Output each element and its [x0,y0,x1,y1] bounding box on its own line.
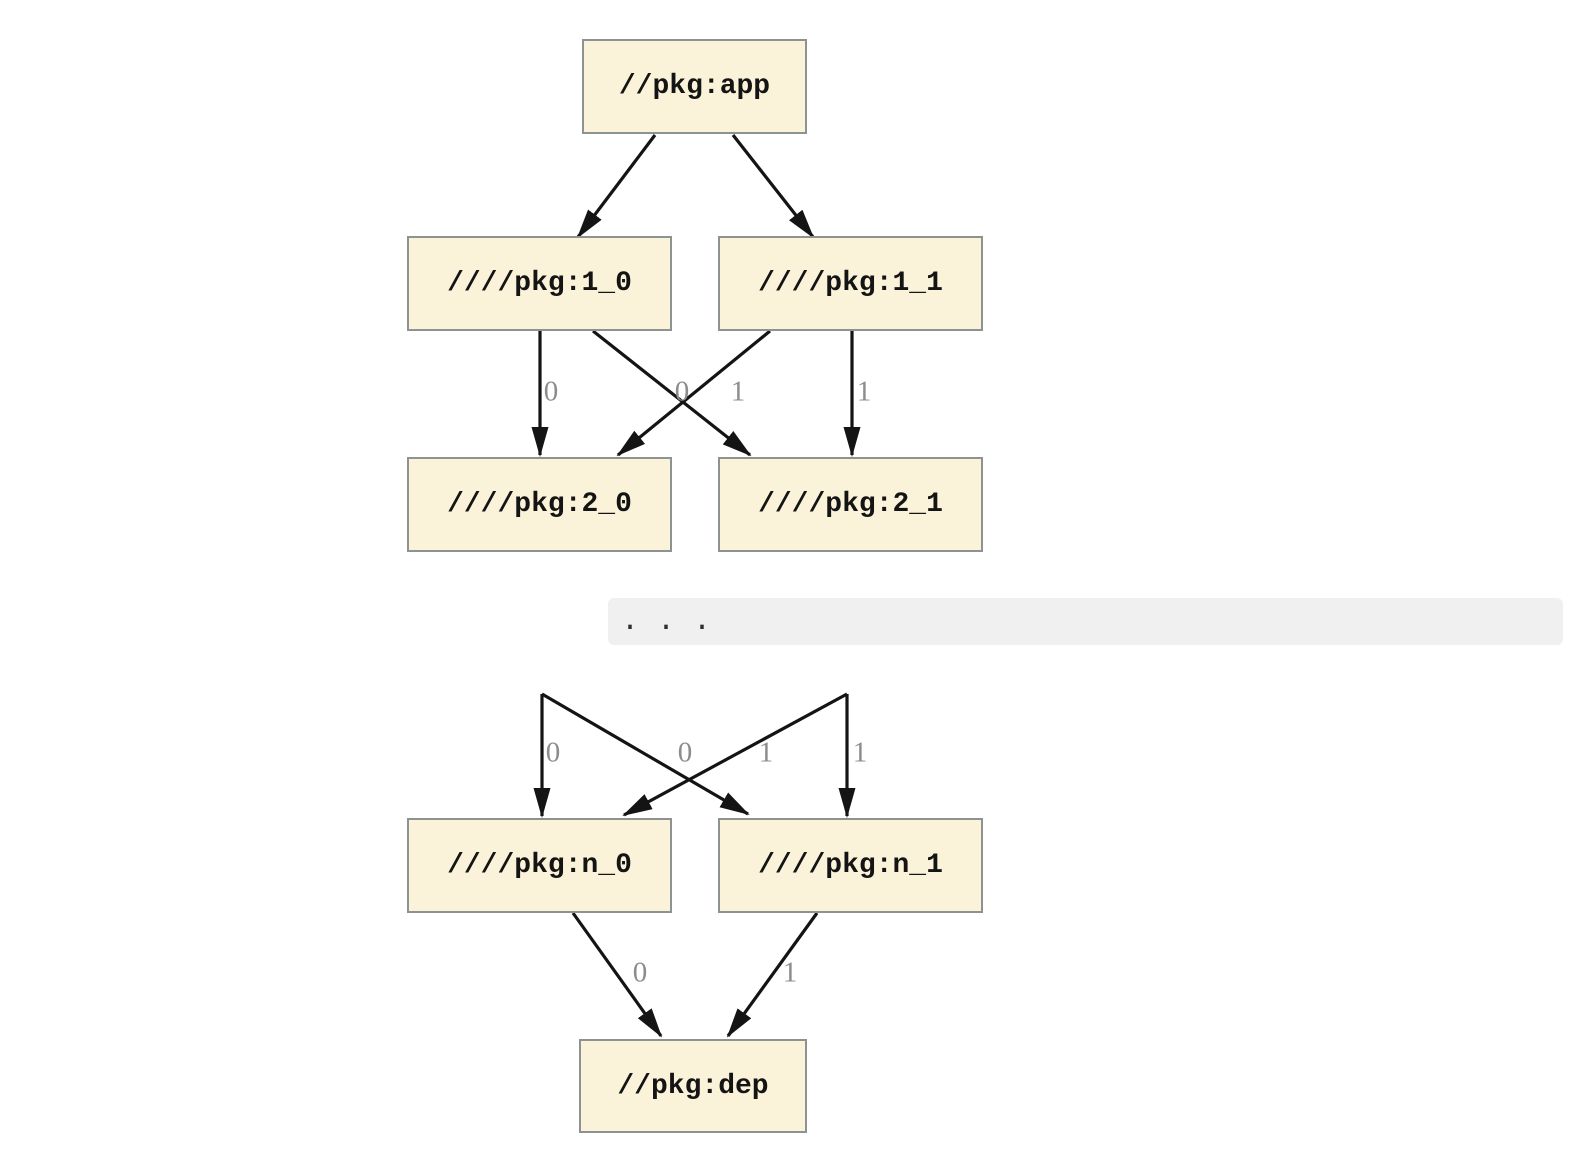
edge-ellipsis-to-n_1 [541,692,750,816]
graph-node-1_0: ////pkg:1_0 [407,236,672,331]
graph-node-label: ////pkg:2_1 [758,489,943,520]
ellipsis-band: . . . [608,598,1563,645]
graph-node-label: //pkg:dep [617,1070,769,1102]
graph-node-label: ////pkg:n_0 [447,850,632,881]
graph-node-2_0: ////pkg:2_0 [407,457,672,552]
graph-node-label: ////pkg:2_0 [447,489,632,520]
edge-1_0-to-2_1 [592,329,752,457]
edge-label-ellipsis-to-n_0: 0 [545,736,561,769]
graph-node-2_1: ////pkg:2_1 [718,457,983,552]
edge-n_1-to-dep [726,912,819,1038]
edge-label-n_1-to-dep: 1 [782,956,798,989]
graph-node-dep: //pkg:dep [579,1039,807,1133]
edge-app-to-1_1 [731,134,815,239]
edge-n_0-to-dep [571,912,663,1038]
graph-node-n_0: ////pkg:n_0 [407,818,672,913]
edge-label-ellipsis-to-n_1: 1 [758,736,774,769]
graph-node-1_1: ////pkg:1_1 [718,236,983,331]
edge-label-1_0-to-2_0: 0 [543,375,559,408]
graph-node-label: ////pkg:1_1 [758,268,943,299]
edge-label-ellipsis-to-n_1: 1 [852,736,868,769]
edge-ellipsis-to-n_0 [622,692,848,817]
ellipsis-text: . . . [621,604,712,639]
edge-label-1_1-to-2_0: 0 [674,375,690,408]
edge-label-1_1-to-2_1: 1 [856,375,872,408]
edge-label-ellipsis-to-n_0: 0 [677,736,693,769]
graph-node-label: ////pkg:1_0 [447,268,632,299]
edge-label-1_0-to-2_1: 1 [730,375,746,408]
edge-label-n_0-to-dep: 0 [632,956,648,989]
graph-node-label: ////pkg:n_1 [758,850,943,881]
graph-node-label: //pkg:app [618,71,771,102]
edge-app-to-1_0 [576,134,657,239]
graph-node-n_1: ////pkg:n_1 [718,818,983,913]
graph-node-app: //pkg:app [582,39,807,134]
edge-1_1-to-2_0 [616,329,772,457]
